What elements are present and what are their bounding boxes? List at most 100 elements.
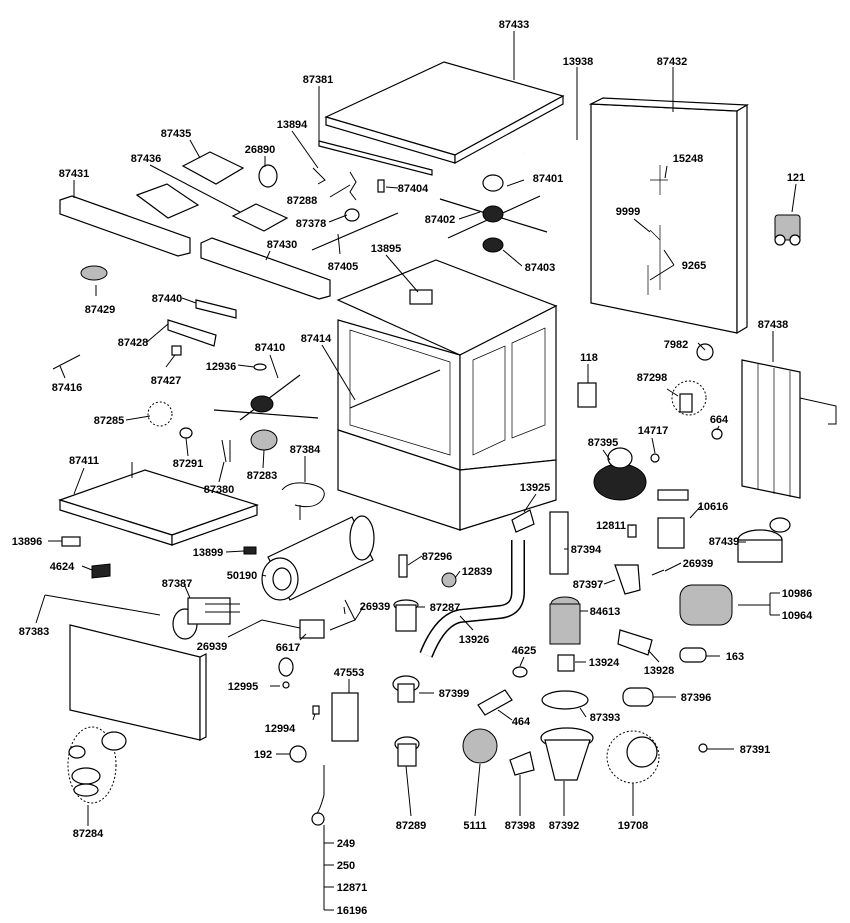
part-label-87429: 87429 (85, 304, 116, 316)
part-label-87401: 87401 (533, 173, 564, 185)
part-label-7982: 7982 (664, 339, 688, 351)
front-rail (318, 140, 433, 176)
part-label-87378: 87378 (296, 218, 327, 230)
part-label-87289: 87289 (396, 820, 427, 832)
part-label-26890: 26890 (245, 144, 276, 156)
part-label-26939-b: 26939 (360, 601, 391, 613)
spray-tube (311, 171, 399, 251)
part-label-87287: 87287 (430, 602, 461, 614)
part-label-13895: 13895 (371, 243, 402, 255)
part-label-87397: 87397 (573, 579, 604, 591)
inlet-valve (774, 214, 801, 246)
part-label-87436: 87436 (131, 153, 162, 165)
part-label-87402: 87402 (425, 214, 456, 226)
front-bars (59, 195, 331, 300)
part-label-87384: 87384 (290, 444, 321, 456)
part-label-87414: 87414 (301, 333, 332, 345)
part-label-10986: 10986 (782, 588, 813, 600)
bottom-left-parts (67, 726, 127, 804)
base-tray (58, 462, 259, 546)
part-label-87398: 87398 (505, 820, 536, 832)
part-label-4624: 4624 (50, 561, 75, 573)
top-panel (324, 61, 565, 165)
part-label-87430: 87430 (267, 239, 298, 251)
part-label-15248: 15248 (673, 153, 704, 165)
part-label-87433: 87433 (499, 19, 530, 31)
part-label-87439: 87439 (709, 536, 740, 548)
part-label-87283: 87283 (247, 470, 278, 482)
part-label-6617: 6617 (276, 642, 300, 654)
drain-hose (419, 509, 535, 658)
part-label-4625: 4625 (512, 645, 536, 657)
lower-spray-arm (213, 363, 319, 421)
part-label-87432: 87432 (657, 56, 688, 68)
part-label-12994: 12994 (265, 723, 296, 735)
part-label-87416: 87416 (52, 382, 83, 394)
part-label-87291: 87291 (173, 458, 204, 470)
part-label-87404: 87404 (398, 183, 429, 195)
part-label-19708: 19708 (618, 820, 649, 832)
part-label-13925: 13925 (520, 482, 551, 494)
part-label-87440: 87440 (152, 293, 183, 305)
part-label-87387: 87387 (162, 578, 193, 590)
part-label-249: 249 (337, 838, 355, 850)
right-parts (577, 343, 837, 784)
center-parts (392, 511, 594, 781)
part-label-192: 192 (254, 749, 272, 761)
part-label-87395: 87395 (588, 437, 619, 449)
part-label-118: 118 (580, 352, 598, 364)
part-label-26939-a: 26939 (683, 558, 714, 570)
fill-pipe (522, 136, 587, 301)
part-label-163: 163 (726, 651, 744, 663)
part-label-12936: 12936 (206, 361, 237, 373)
part-label-13926: 13926 (459, 634, 490, 646)
part-label-87392: 87392 (549, 820, 580, 832)
front-door-panel (44, 594, 207, 741)
water-tank (261, 515, 375, 601)
part-label-87284: 87284 (73, 828, 104, 840)
heating-element (281, 482, 325, 520)
leader-lines (35, 31, 797, 911)
part-labels: 87433 13938 87432 87381 87435 13894 2689… (12, 19, 813, 917)
part-label-250: 250 (337, 860, 355, 872)
small-parts-left (52, 265, 237, 370)
part-label-87403: 87403 (525, 262, 556, 274)
fittings (261, 599, 366, 826)
upper-spray-arm (439, 174, 548, 253)
part-label-13896: 13896 (12, 536, 43, 548)
part-label-87396: 87396 (681, 692, 712, 704)
part-label-87428: 87428 (118, 337, 149, 349)
part-label-87431: 87431 (59, 168, 90, 180)
part-label-13894: 13894 (277, 119, 308, 131)
tub-frame (336, 259, 558, 531)
part-label-84613: 84613 (590, 606, 621, 618)
part-label-87399: 87399 (439, 688, 470, 700)
part-label-87435: 87435 (161, 128, 192, 140)
part-label-9999: 9999 (616, 206, 640, 218)
part-label-12871: 12871 (337, 882, 368, 894)
part-label-87410: 87410 (255, 342, 286, 354)
part-label-50190: 50190 (227, 570, 258, 582)
part-label-13928: 13928 (644, 665, 675, 677)
part-label-87391: 87391 (740, 744, 771, 756)
part-label-87380: 87380 (204, 484, 235, 496)
part-label-16196: 16196 (337, 905, 368, 917)
part-label-87288: 87288 (287, 195, 318, 207)
part-label-87381: 87381 (303, 74, 334, 86)
control-boards (135, 151, 326, 232)
part-label-87296: 87296 (422, 551, 453, 563)
back-panel (588, 97, 750, 335)
part-label-87427: 87427 (151, 375, 182, 387)
part-label-26939-c: 26939 (197, 641, 228, 653)
part-label-13924: 13924 (589, 657, 620, 669)
part-label-10616: 10616 (698, 501, 729, 513)
part-label-10964: 10964 (782, 610, 813, 622)
small-parts-lower-left (61, 536, 257, 579)
part-label-87438: 87438 (758, 319, 789, 331)
part-label-12839: 12839 (462, 566, 493, 578)
part-label-13899: 13899 (193, 547, 224, 559)
part-label-5111: 5111 (463, 820, 486, 832)
part-label-14717: 14717 (638, 425, 669, 437)
part-label-87383: 87383 (19, 626, 50, 638)
